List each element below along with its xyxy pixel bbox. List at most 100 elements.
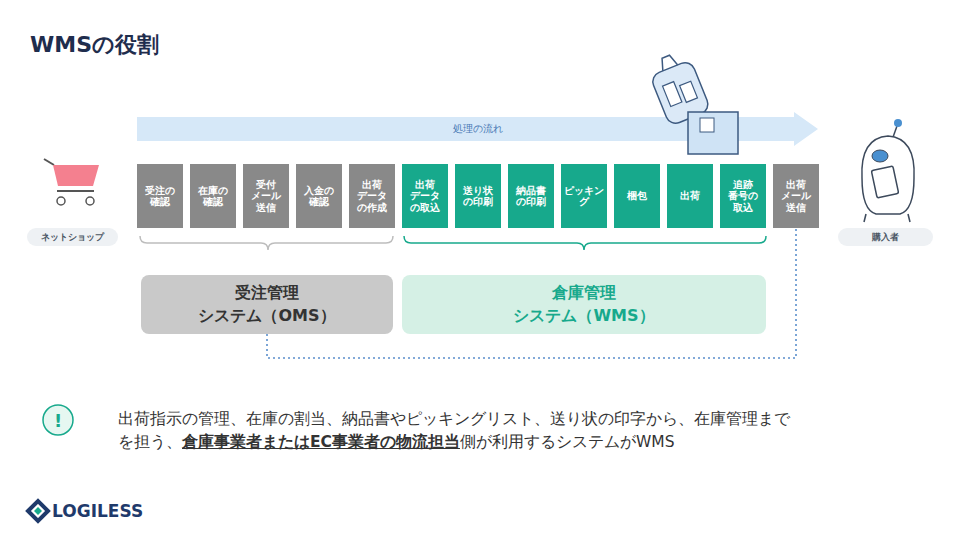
process-box: ピッキン グ <box>561 164 607 228</box>
text-run: 受注管理 <box>235 283 299 302</box>
process-box: 在庫の 確認 <box>190 164 236 228</box>
robot-leg <box>864 214 866 222</box>
process-box: 追跡 番号の 取込 <box>720 164 766 228</box>
flow-band: 処理の流れ <box>137 112 818 146</box>
shopping-bag <box>650 60 711 127</box>
text-run: 取込 <box>733 202 753 213</box>
cart-wheel <box>57 197 65 205</box>
text-run: WMSの役割 <box>30 32 159 57</box>
text-run: メール <box>781 190 811 201</box>
node-text: 出荷 データ の作成 <box>349 179 395 214</box>
node-text: 受注の 確認 <box>137 185 183 208</box>
notice-circle <box>43 405 73 435</box>
node-text: ピッキン グ <box>561 185 607 208</box>
text-run: 出荷 <box>415 179 435 190</box>
text-run: 在庫の <box>198 185 228 196</box>
text-run: の作成 <box>357 202 387 213</box>
robot-antenna <box>892 126 897 140</box>
process-box: 出荷 <box>667 164 713 228</box>
text-run: 倉庫管理 <box>552 283 616 302</box>
process-box: 出荷 データ の作成 <box>349 164 395 228</box>
note-emphasis: 倉庫事業者またはEC事業者の物流担当 <box>182 433 460 451</box>
text-run: 送信 <box>256 202 276 213</box>
text-run: 入金の <box>304 185 334 196</box>
logo-text: LOGILESS <box>52 500 172 522</box>
caption-paragraph: 出荷指示の管理、在庫の割当、納品書やピッキングリスト、送り状の印字から、在庫管理… <box>118 408 858 454</box>
flow-arrow <box>137 112 818 146</box>
text-run: データ <box>410 190 440 201</box>
node-text: 購入者 <box>872 231 899 244</box>
robot-antenna-tip <box>894 119 902 127</box>
text-run: 梱包 <box>627 190 647 201</box>
text-run: 出荷 <box>680 190 700 201</box>
package-illustration <box>645 49 711 127</box>
process-box: 受付 メール 送信 <box>243 164 289 228</box>
node-text: 出荷 <box>667 190 713 202</box>
text-run: の印刷 <box>516 196 546 207</box>
text-run: 出荷 <box>362 179 382 190</box>
actor-pill: ネットショップ <box>27 228 118 246</box>
bag-knot <box>658 54 677 71</box>
text-run: 確認 <box>203 196 223 207</box>
node-text: 梱包 <box>614 190 660 202</box>
process-box: 出荷 データ の取込 <box>402 164 448 228</box>
node-text: 受付 メール 送信 <box>243 179 289 214</box>
node-text: 受注管理 システム（OMS） <box>182 282 352 327</box>
text-run: 側が利用するシステムがWMS <box>460 433 675 451</box>
logo-mark <box>34 507 42 515</box>
cart-frame <box>57 190 94 192</box>
node-text: 送り状 の印刷 <box>455 185 501 208</box>
text-run: 送り状 <box>463 185 493 196</box>
process-box: 送り状 の印刷 <box>455 164 501 228</box>
node-text: 入金の 確認 <box>296 185 342 208</box>
text-run: 追跡 <box>733 179 753 190</box>
text-run: 購入者 <box>872 232 899 242</box>
cart-handle <box>44 159 54 165</box>
logo-mark <box>28 501 48 521</box>
node-text: 納品書 の印刷 <box>508 185 554 208</box>
node-text: 出荷 データ の取込 <box>402 179 448 214</box>
text-run: 出荷指示の管理、在庫の割当、納品書やピッキングリスト、送り状の印字から、在庫管理… <box>118 410 790 428</box>
text-run: 納品書 <box>516 185 546 196</box>
node-text: 出荷 メール 送信 <box>773 179 819 214</box>
group-bracket <box>404 236 766 250</box>
robot-body <box>862 136 914 214</box>
note-text: 側が利用するシステムがWMS <box>460 433 675 451</box>
robot-tablet <box>871 166 898 198</box>
process-box: 受注の 確認 <box>137 164 183 228</box>
text-run: システム（WMS） <box>513 306 654 325</box>
text-run: 処理の流れ <box>453 123 503 134</box>
process-box: 入金の 確認 <box>296 164 342 228</box>
group-bracket <box>140 236 393 250</box>
node-text: 追跡 番号の 取込 <box>720 179 766 214</box>
system-box: 倉庫管理 システム（WMS） <box>402 275 766 334</box>
text-run: データ <box>357 190 387 201</box>
text-run: グ <box>579 196 589 207</box>
text-run: の取込 <box>410 202 440 213</box>
text-run: 倉庫事業者またはEC事業者の物流担当 <box>182 433 460 451</box>
text-run: 送信 <box>786 202 806 213</box>
process-box: 出荷 メール 送信 <box>773 164 819 228</box>
text-run: を担う、 <box>118 433 182 451</box>
cart-wheel <box>86 197 94 205</box>
text-run: の印刷 <box>463 196 493 207</box>
text-run: ネットショップ <box>41 232 104 242</box>
text-run: メール <box>251 190 281 201</box>
actor-pill: 購入者 <box>838 228 933 246</box>
text-run: LOGILESS <box>52 501 143 521</box>
text-run: ピッキン <box>564 185 604 196</box>
text-run: 受付 <box>256 179 276 190</box>
text-run: システム（OMS） <box>198 306 335 325</box>
robot-leg <box>908 214 910 222</box>
robot-eye <box>872 150 888 162</box>
process-box: 納品書 の印刷 <box>508 164 554 228</box>
cart-basket <box>53 165 99 186</box>
text-run: 確認 <box>150 196 170 207</box>
notice-icon-text: ! <box>43 405 73 435</box>
diagram-title: WMSの役割 <box>30 30 159 60</box>
text-run: ! <box>54 410 62 431</box>
node-text: 在庫の 確認 <box>190 185 236 208</box>
